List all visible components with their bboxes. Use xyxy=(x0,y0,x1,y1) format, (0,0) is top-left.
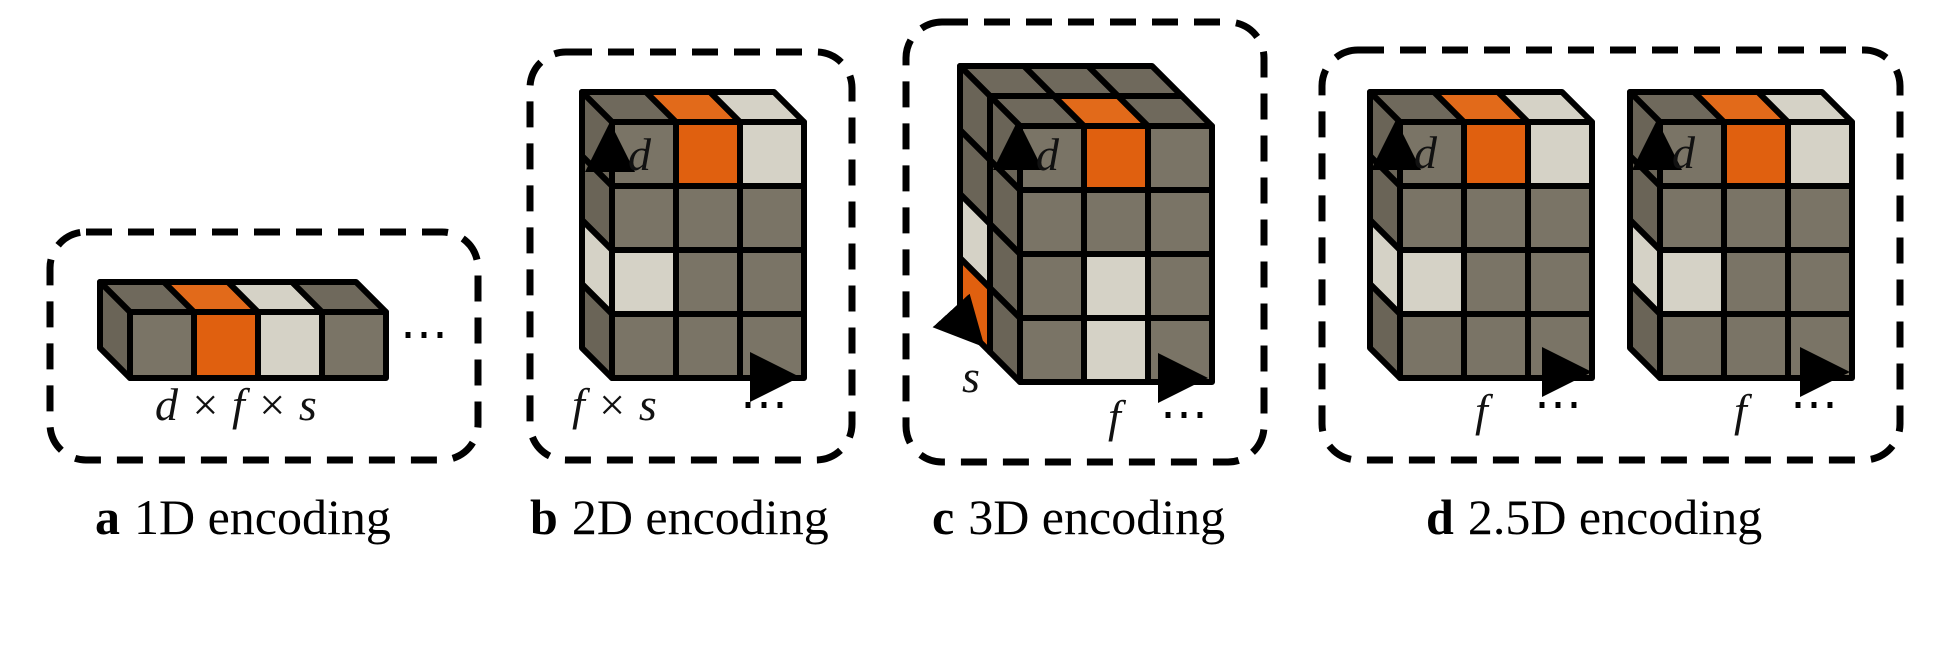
panel-c-dots: ⋯ xyxy=(1160,388,1208,441)
panel-c-front-front-cell xyxy=(1145,315,1215,385)
panel-c-front-front-cell xyxy=(1017,187,1087,257)
panel-c-front-front-cell xyxy=(1081,187,1151,257)
panel-b-cells xyxy=(579,89,807,381)
panel-c-front-front-cell xyxy=(1145,251,1215,321)
panel-b-front-cell xyxy=(609,247,679,317)
panel-d-left-front-cell xyxy=(1525,183,1595,253)
panel-d-right-f-label: f xyxy=(1734,385,1753,436)
panel-c-s-arrow xyxy=(932,293,985,348)
panel-a-caption-text: 1D encoding xyxy=(134,489,391,545)
panel-d-left-d-label: d xyxy=(1414,127,1438,178)
panel-c-s-label: s xyxy=(962,351,980,402)
panel-d-left-front-cell xyxy=(1525,119,1595,189)
panel-c-caption-text: 3D encoding xyxy=(968,489,1225,545)
panel-a-letter: a xyxy=(95,489,120,545)
panel-d-right-front-cell xyxy=(1721,247,1791,317)
panel-d-right-front-cell xyxy=(1657,311,1727,381)
panel-b-dots: ⋯ xyxy=(740,378,788,431)
panel-b-front-cell xyxy=(673,119,743,189)
panel-a-dim-label: d × f × s xyxy=(155,379,317,430)
panel-d-right-front-cell xyxy=(1657,183,1727,253)
panel-d-right-front-cell xyxy=(1721,311,1791,381)
panel-a-front-cell xyxy=(319,309,389,381)
panel-b: d f × s ⋯ xyxy=(526,48,856,464)
panel-b-front-cell xyxy=(673,311,743,381)
panel-d-cells-right xyxy=(1627,89,1855,381)
panel-d-cells-left xyxy=(1367,89,1595,381)
panel-d-right-front-cell xyxy=(1785,247,1855,317)
panel-c-f-label: f xyxy=(1108,391,1127,442)
panel-b-frame xyxy=(526,48,856,464)
panel-d: d f ⋯ d f ⋯ xyxy=(1318,46,1904,464)
panel-c-front-front-cell xyxy=(1145,123,1215,193)
panel-d-left-front-cell xyxy=(1461,247,1531,317)
panel-b-caption-text: 2D encoding xyxy=(572,489,829,545)
panel-d-left-front-cell xyxy=(1397,311,1467,381)
panel-a-front-cell xyxy=(127,309,197,381)
panel-d-left-front-cell xyxy=(1461,183,1531,253)
panel-b-front-cell xyxy=(609,311,679,381)
panel-d-right-front-cell xyxy=(1785,311,1855,381)
panel-d-caption-text: 2.5D encoding xyxy=(1468,489,1762,545)
panel-c-front-front-cell xyxy=(1081,315,1151,385)
panel-c-letter: c xyxy=(932,489,954,545)
panel-a: ⋯ d × f × s xyxy=(46,228,482,464)
panel-d-right-front-cell xyxy=(1721,119,1791,189)
panel-d-left-front-cell xyxy=(1525,311,1595,381)
panel-d-right-front-cell xyxy=(1785,183,1855,253)
panel-b-dim-label: f × s xyxy=(572,379,657,430)
panel-d-left-front-cell xyxy=(1461,119,1531,189)
panel-d-left-front-cell xyxy=(1461,311,1531,381)
panel-b-letter: b xyxy=(530,489,558,545)
panel-c-front-front-cell xyxy=(1081,123,1151,193)
panel-c-front-front-cell xyxy=(1017,251,1087,321)
panel-c: d s f ⋯ xyxy=(902,18,1268,466)
panel-a-dots: ⋯ xyxy=(400,308,448,361)
panel-b-front-cell xyxy=(737,119,807,189)
panel-c-d-label: d xyxy=(1036,129,1060,180)
panel-d-right-front-cell xyxy=(1657,247,1727,317)
panel-d-letter: d xyxy=(1426,489,1454,545)
panel-a-cells xyxy=(97,279,389,381)
panel-b-front-cell xyxy=(737,183,807,253)
panel-b-front-cell xyxy=(737,311,807,381)
panel-d-left-front-cell xyxy=(1525,247,1595,317)
panel-d-right-front-cell xyxy=(1785,119,1855,189)
panel-a-frame xyxy=(46,228,482,464)
panel-b-front-cell xyxy=(737,247,807,317)
panel-d-right-front-cell xyxy=(1721,183,1791,253)
panel-c-frame xyxy=(902,18,1268,466)
panel-a-front-cell xyxy=(191,309,261,381)
panel-b-front-cell xyxy=(673,247,743,317)
panel-b-d-label: d xyxy=(628,129,652,180)
panel-d-left-front-cell xyxy=(1397,183,1467,253)
panel-d-left-dots: ⋯ xyxy=(1534,378,1582,431)
panel-d-frame xyxy=(1318,46,1904,464)
panel-d-right-dots: ⋯ xyxy=(1790,378,1838,431)
panel-b-front-cell xyxy=(673,183,743,253)
panel-c-cells xyxy=(957,63,1215,385)
panel-c-front-front-cell xyxy=(1081,251,1151,321)
panel-d-left-f-label: f xyxy=(1475,385,1494,436)
panel-d-left-front-cell xyxy=(1397,247,1467,317)
panel-b-front-cell xyxy=(609,183,679,253)
panel-d-right-d-label: d xyxy=(1672,127,1696,178)
panel-c-front-front-cell xyxy=(1017,315,1087,385)
panel-a-front-cell xyxy=(255,309,325,381)
panel-c-front-front-cell xyxy=(1145,187,1215,257)
